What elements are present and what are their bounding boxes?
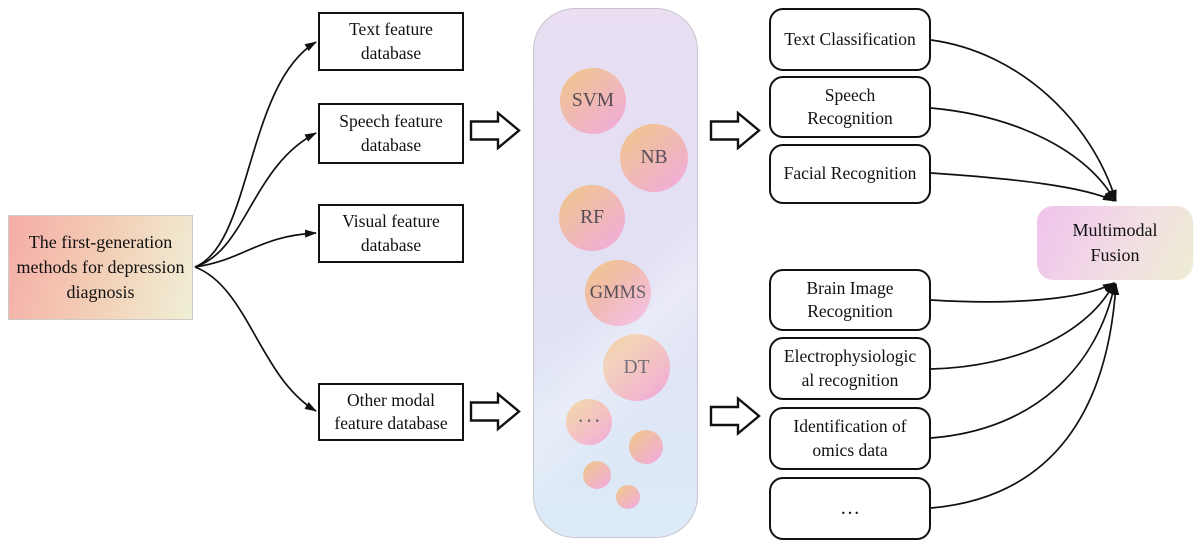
output-box-electrophysiological-recognition: Electrophysiological recognition	[769, 337, 931, 400]
output-box-speech-recognition: Speech Recognition	[769, 76, 931, 138]
arrow-omics-to-fusion	[930, 282, 1117, 439]
arrow-text-classification-to-fusion	[930, 39, 1117, 202]
arrow-source-to-visual-db	[194, 229, 317, 268]
arrow-facial-recognition-to-fusion	[930, 172, 1115, 202]
decorative-circle-3	[616, 485, 640, 509]
source-box: The first-generation methods for depress…	[8, 215, 193, 320]
method-circle-svm: SVM	[560, 68, 626, 134]
output-box-text-classification: Text Classification	[769, 8, 931, 71]
decorative-circle-2	[583, 461, 611, 489]
methods-panel: SVM NB RF GMMS DT ···	[533, 8, 698, 538]
fusion-box-label: Multimodal Fusion	[1072, 219, 1158, 265]
method-circle-dt-label: DT	[623, 356, 650, 378]
database-box-visual-feature: Visual feature database	[318, 204, 464, 263]
arrow-source-to-speech-db	[194, 132, 317, 268]
database-box-speech-feature: Speech feature database	[318, 103, 464, 164]
output-box-facial-recognition: Facial Recognition	[769, 144, 931, 204]
output-box-speech-recognition-label: Speech Recognition	[807, 84, 893, 128]
database-box-visual-feature-label: Visual feature database	[342, 211, 440, 255]
method-circle-ellipsis: ···	[566, 399, 612, 445]
output-box-ellipsis: …	[769, 477, 931, 540]
database-box-other-modal-label: Other modal feature database	[334, 389, 448, 433]
method-circle-gmms-label: GMMS	[589, 282, 647, 303]
arrow-electrophysiological-to-fusion	[930, 282, 1115, 370]
method-circle-rf: RF	[559, 185, 625, 251]
output-box-electrophysiological-recognition-label: Electrophysiological recognition	[783, 346, 917, 390]
method-circle-svm-label: SVM	[571, 90, 615, 111]
database-box-text-feature: Text feature database	[318, 12, 464, 71]
database-box-text-feature-label: Text feature database	[349, 19, 433, 63]
arrow-ellipsis-to-fusion	[930, 283, 1120, 509]
database-box-speech-feature-label: Speech feature database	[339, 111, 443, 155]
output-box-text-classification-label: Text Classification	[784, 28, 916, 49]
method-circle-nb: NB	[620, 124, 688, 192]
output-box-brain-image-recognition: Brain Image Recognition	[769, 269, 931, 331]
fusion-box: Multimodal Fusion	[1037, 206, 1193, 280]
method-circle-gmms: GMMS	[585, 260, 651, 326]
decorative-circle-1	[629, 430, 663, 464]
output-box-omics-identification: Identification of omics data	[769, 407, 931, 470]
arrow-brain-image-to-fusion	[930, 282, 1115, 303]
block-arrow-methods-to-bottom-outputs	[709, 395, 761, 437]
output-box-ellipsis-label: …	[840, 497, 860, 520]
method-circle-dt: DT	[603, 334, 670, 401]
method-circle-ellipsis-label: ···	[577, 413, 603, 430]
source-box-label: The first-generation methods for depress…	[16, 232, 185, 302]
database-box-other-modal: Other modal feature database	[318, 383, 464, 441]
block-arrow-other-db-to-methods	[469, 391, 521, 432]
arrow-speech-recognition-to-fusion	[930, 107, 1116, 202]
arrow-source-to-text-db	[194, 41, 317, 268]
output-box-omics-identification-label: Identification of omics data	[793, 416, 907, 460]
output-box-facial-recognition-label: Facial Recognition	[783, 163, 917, 184]
output-box-brain-image-recognition-label: Brain Image Recognition	[806, 277, 894, 321]
method-circle-rf-label: RF	[580, 207, 604, 228]
method-circle-nb-label: NB	[640, 147, 668, 168]
block-arrow-speech-db-to-methods	[469, 110, 521, 151]
block-arrow-methods-to-top-outputs	[709, 110, 761, 151]
arrow-source-to-other-db	[194, 266, 317, 412]
